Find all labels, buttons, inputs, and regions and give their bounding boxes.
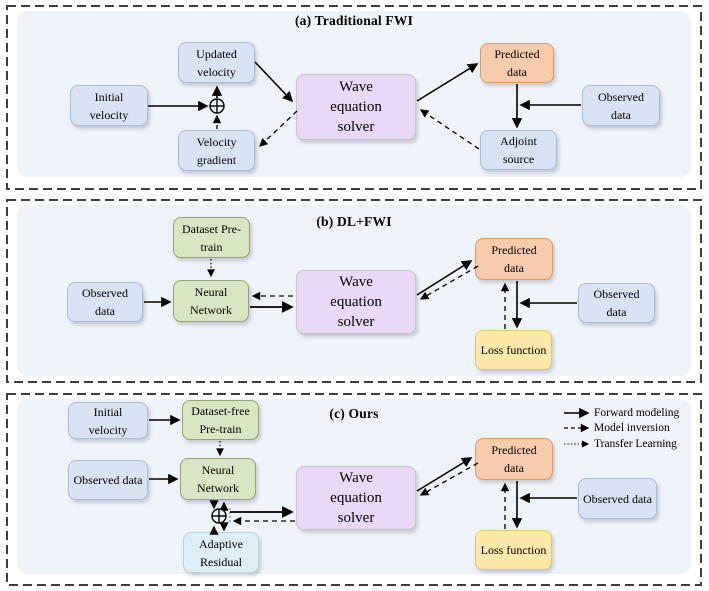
panel-a-title: (a) Traditional FWI — [294, 13, 414, 28]
observed-data-label-b-right: Observed data — [593, 287, 640, 319]
loss-function-box-c: Loss function — [475, 530, 552, 570]
observed-data-box-b-right: Observed data — [578, 283, 655, 323]
dataset-pretrain-box: Dataset Pre-train — [173, 217, 250, 258]
wave-solver-label-a: Wave equation solver — [330, 78, 382, 136]
adjoint-source-label: Adjoint source — [500, 134, 537, 166]
neural-network-label-c: Neural Network — [197, 463, 239, 495]
neural-network-box-b: Neural Network — [173, 280, 249, 322]
predicted-data-label-b: Predicted data — [491, 243, 537, 275]
panel-b-title: (b) DL+FWI — [316, 214, 392, 229]
predicted-data-box-c: Predicted data — [475, 438, 553, 480]
wave-solver-box-a: Wave equation solver — [296, 74, 416, 140]
observed-data-label-b-left: Observed data — [82, 286, 128, 318]
velocity-gradient-box: Velocity gradient — [178, 130, 255, 171]
predicted-data-box-b: Predicted data — [475, 238, 553, 280]
dataset-free-pretrain-box: Dataset-free Pre-train — [182, 400, 259, 440]
legend-label-model-inversion: Model inversion — [594, 422, 670, 434]
observed-data-label-c-right: Observed data — [583, 491, 652, 506]
predicted-data-label-a: Predicted data — [494, 47, 540, 79]
updated-velocity-label: Updated velocity — [196, 46, 237, 79]
observed-data-box-c-right: Observed data — [578, 478, 657, 519]
neural-network-label-b: Neural Network — [190, 285, 232, 317]
wave-solver-label-b: Wave equation solver — [330, 273, 382, 331]
initial-velocity-box-a: Initial velocity — [70, 85, 148, 126]
updated-velocity-box: Updated velocity — [178, 42, 255, 83]
adaptive-residual-box: Adaptive Residual — [183, 532, 259, 573]
wave-solver-box-c: Wave equation solver — [296, 466, 416, 530]
observed-data-label-a: Observed data — [598, 89, 644, 122]
legend-label-transfer-learning: Transfer Learning — [594, 438, 677, 450]
wave-solver-label-c: Wave equation solver — [330, 469, 382, 527]
loss-function-label-c: Loss function — [480, 543, 547, 557]
initial-velocity-label-a: Initial velocity — [89, 89, 129, 122]
legend-label-forward-modeling: Forward modeling — [594, 407, 680, 419]
loss-function-label-b: Loss function — [480, 343, 547, 357]
observed-data-box-c-left: Observed data — [68, 460, 148, 500]
observed-data-box-a: Observed data — [582, 85, 660, 126]
initial-velocity-box-c: Initial velocity — [68, 402, 148, 439]
predicted-data-label-c: Predicted data — [491, 443, 537, 475]
observed-data-box-b-left: Observed data — [67, 282, 143, 322]
dataset-pretrain-label: Dataset Pre-train — [182, 221, 241, 254]
adjoint-source-box: Adjoint source — [480, 130, 557, 170]
wave-solver-box-b: Wave equation solver — [296, 270, 416, 334]
adaptive-residual-label: Adaptive Residual — [199, 536, 243, 569]
neural-network-box-c: Neural Network — [180, 458, 256, 500]
initial-velocity-label-c: Initial velocity — [88, 404, 128, 437]
dataset-free-pretrain-label: Dataset-free Pre-train — [191, 404, 250, 436]
predicted-data-box-a: Predicted data — [480, 43, 554, 83]
velocity-gradient-label: Velocity gradient — [196, 134, 237, 167]
observed-data-label-c-left: Observed data — [73, 473, 143, 487]
loss-function-box-b: Loss function — [475, 330, 552, 370]
